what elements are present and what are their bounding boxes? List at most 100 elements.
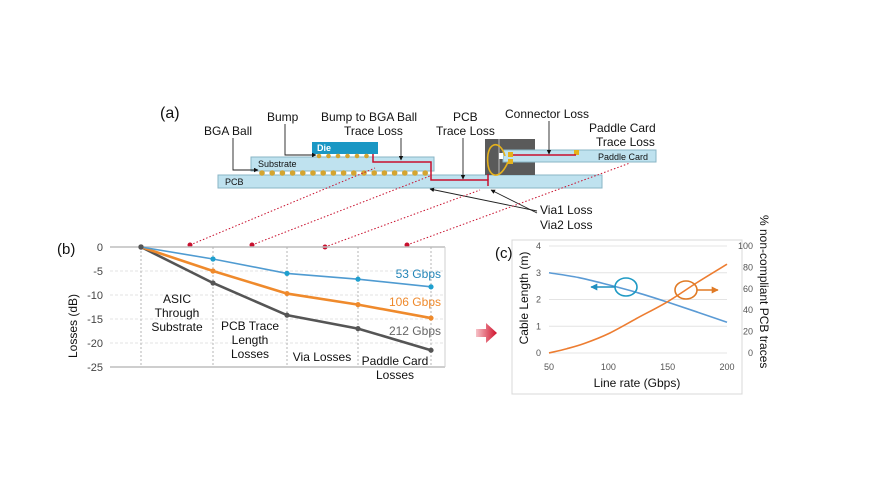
callout-pcb-trace-1: PCB — [453, 110, 478, 124]
chart-b-ytick-label: -10 — [87, 290, 103, 302]
chart-b-stage-label: PCB Trace — [221, 319, 279, 333]
chart-c-y2tick-label: 100 — [738, 241, 753, 251]
chart-b-stage-label: ASIC — [163, 292, 191, 306]
bga-ball-dot — [300, 170, 306, 176]
pcb-block — [217, 174, 603, 189]
chart-b-data-point — [138, 244, 144, 250]
chart-b-ylabel: Losses (dB) — [66, 294, 80, 358]
chart-b-data-point — [355, 276, 361, 282]
connector-contact — [508, 152, 513, 157]
bga-balls — [259, 170, 429, 176]
leader-bump — [284, 124, 317, 158]
connector-loss-highlight — [486, 144, 509, 176]
chart-b-stage-label: Length — [232, 333, 269, 347]
chart-c-ytick-label: 0 — [536, 348, 541, 358]
chart-b-series-label: 212 Gbps — [389, 324, 441, 338]
chart-c-grid — [549, 245, 727, 354]
chart-b-stage-label: Paddle Card — [362, 354, 429, 368]
chart-c-y2label: % non-compliant PCB traces — [757, 215, 771, 368]
chart-b-data-point — [210, 256, 216, 262]
chart-b-series — [138, 244, 434, 353]
chart-c-frame — [511, 239, 743, 395]
callout-pcb-trace-2: Trace Loss — [436, 124, 495, 138]
chart-c-xlabel: Line rate (Gbps) — [594, 376, 681, 390]
chart-b-data-point — [284, 312, 290, 318]
callout-bga-ball: BGA Ball — [204, 124, 252, 138]
leader-via1 — [429, 187, 538, 212]
chart-c-y2tick-label: 0 — [748, 348, 753, 358]
bump-dot — [316, 153, 322, 159]
bga-ball-dot — [269, 170, 276, 176]
panel-a: (a) PCB Substrate Die Paddle Card — [160, 105, 657, 250]
bump-dot — [354, 153, 360, 159]
bga-ball-dot — [340, 170, 347, 176]
bga-ball-dot — [320, 170, 327, 176]
chart-c-ytick-label: 3 — [536, 268, 541, 278]
chart-b-data-point — [355, 302, 361, 308]
callout-bump: Bump — [267, 110, 299, 124]
bga-ball-dot — [422, 170, 429, 176]
chart-c-xtick-label: 200 — [719, 362, 734, 372]
panel-b-label: (b) — [57, 241, 75, 258]
connector-contact — [508, 159, 513, 164]
dotted-link-3 — [324, 189, 481, 248]
chart-b-data-point — [428, 315, 434, 321]
bump-dot — [326, 153, 331, 159]
chart-c-xtick-label: 150 — [660, 362, 675, 372]
chart-b-ytick-label: -5 — [93, 266, 103, 278]
chart-b-stage-label: Losses — [376, 368, 414, 382]
panel-a-label: (a) — [160, 105, 180, 122]
callout-via1: Via1 Loss — [540, 203, 592, 217]
chart-c-xtick-label: 50 — [544, 362, 554, 372]
bga-ball-dot — [402, 170, 408, 176]
chart-b-series-label: 106 Gbps — [389, 295, 441, 309]
callout-paddle-trace-1: Paddle Card — [589, 121, 656, 135]
chart-c-ytick-label: 4 — [536, 241, 541, 251]
chart-b-stage-label: Via Losses — [293, 350, 351, 364]
chart-b-data-point — [355, 326, 361, 332]
paddle-card-label: Paddle Card — [598, 152, 648, 162]
bga-ball-dot — [279, 170, 286, 176]
substrate-block-label: Substrate — [258, 159, 297, 169]
chart-c-cable-length-line — [548, 271, 728, 323]
chart-c-ytick-label: 2 — [536, 295, 541, 305]
dotted-link-4 — [406, 162, 631, 246]
chart-c-xtick-label: 100 — [601, 362, 616, 372]
chart-c-y2tick-label: 20 — [743, 327, 753, 337]
bga-ball-dot — [310, 170, 316, 176]
chart-b-data-point — [210, 268, 216, 274]
bump-dot — [335, 153, 341, 159]
connector-slot — [499, 153, 503, 159]
chart-c-y2tick-label: 60 — [743, 284, 753, 294]
pcb-block-label: PCB — [225, 177, 244, 187]
chart-b-data-point — [428, 284, 434, 290]
bump-dot — [364, 153, 369, 159]
chart-b-data-point — [284, 270, 290, 276]
dotted-link-2 — [251, 175, 431, 246]
paddle-contact — [574, 150, 579, 155]
bga-ball-dot — [289, 170, 296, 176]
transition-arrow-icon — [476, 323, 497, 343]
bga-ball-dot — [259, 170, 265, 176]
chart-b-ytick-label: -20 — [87, 338, 103, 350]
die-block — [312, 142, 378, 154]
chart-b-yticks: 0-5-10-15-20-25 — [87, 242, 103, 374]
chart-c-y2tick-label: 40 — [743, 305, 753, 315]
callout-bump-to-bga-2: Trace Loss — [344, 124, 403, 138]
chart-b-series-line — [140, 246, 432, 288]
chart-c-ylabel: Cable Length (m) — [517, 252, 531, 345]
chart-b: (b) Losses (dB) 0-5-10-15-20-25 ASICThro… — [57, 241, 446, 382]
chart-b-stage-label: Substrate — [151, 320, 203, 334]
bump-dot — [345, 153, 350, 159]
bga-ball-dot — [391, 170, 398, 176]
bga-ball-dot — [371, 170, 378, 176]
callout-via2: Via2 Loss — [540, 218, 592, 232]
panel-c-label: (c) — [495, 245, 513, 262]
leader-bga-ball — [232, 138, 259, 173]
chart-b-stage-label: Losses — [231, 347, 269, 361]
chart-b-ytick-label: -15 — [87, 314, 103, 326]
chart-b-data-point — [210, 280, 216, 286]
